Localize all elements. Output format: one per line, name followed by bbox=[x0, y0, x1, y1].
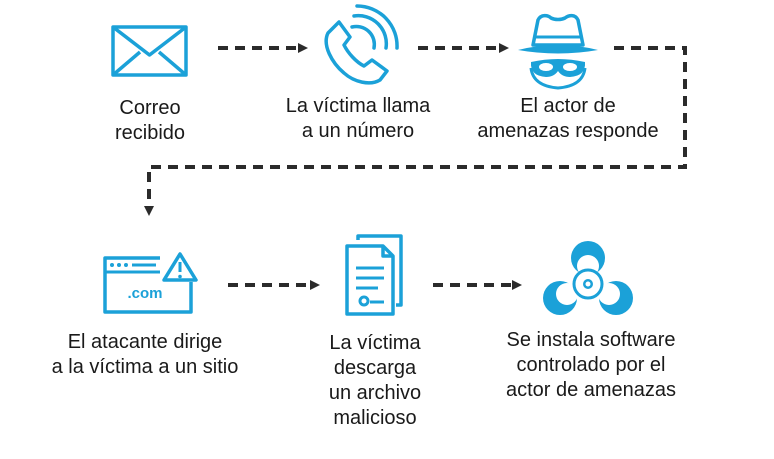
label-line: El actor de bbox=[520, 95, 616, 117]
biohazard-icon bbox=[543, 241, 633, 315]
label-line: El atacante dirige bbox=[67, 331, 223, 353]
label-line: actor de amenazas bbox=[505, 379, 677, 401]
phone-icon bbox=[324, 4, 399, 85]
label-line: un archivo bbox=[328, 382, 422, 404]
label-software-installed: Se instala software controlado por el ac… bbox=[506, 328, 676, 403]
label-line: recibido bbox=[114, 122, 186, 144]
label-line: descarga bbox=[333, 357, 417, 379]
label-line: controlado por el bbox=[516, 354, 666, 376]
label-attacker-redirects: El atacante dirige a la víctima a un sit… bbox=[52, 330, 239, 380]
label-line: a un número bbox=[301, 120, 415, 142]
label-line: Correo bbox=[119, 97, 181, 119]
arrow-actor-to-site bbox=[144, 46, 687, 216]
label-line: a la víctima a un sitio bbox=[51, 356, 239, 378]
browser-domain-text: .com bbox=[127, 285, 162, 302]
label-line: La víctima llama bbox=[285, 95, 431, 117]
label-email-received: Correo recibido bbox=[115, 96, 185, 146]
label-victim-calls: La víctima llama a un número bbox=[286, 94, 431, 144]
label-line: La víctima bbox=[329, 332, 421, 354]
label-victim-downloads: La víctima descarga un archivo malicioso bbox=[329, 331, 421, 431]
browser-warning-icon: .com bbox=[103, 252, 198, 314]
label-line: malicioso bbox=[333, 407, 417, 429]
envelope-icon bbox=[111, 25, 188, 77]
label-line: amenazas responde bbox=[477, 120, 659, 142]
label-actor-responds: El actor de amenazas responde bbox=[477, 94, 658, 144]
label-line: Se instala software bbox=[506, 329, 676, 351]
spy-icon bbox=[518, 13, 598, 90]
document-icon bbox=[345, 234, 403, 316]
